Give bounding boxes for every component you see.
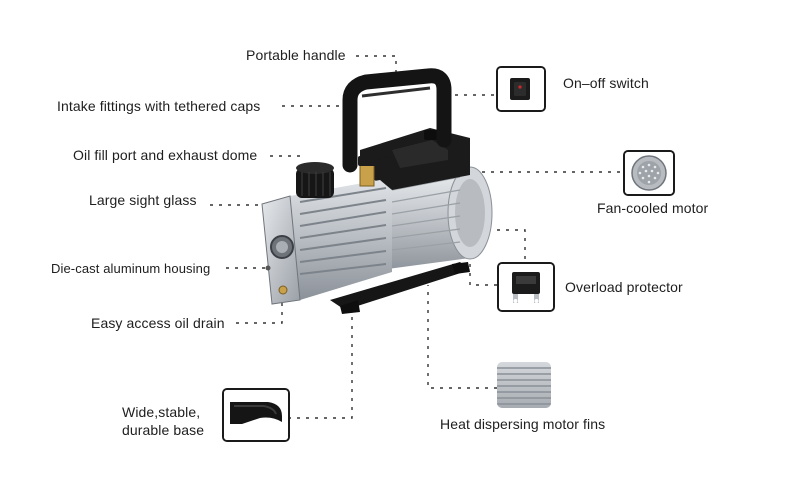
label-base-line1: Wide,stable, bbox=[122, 404, 201, 420]
base-foot-icon bbox=[224, 390, 288, 440]
base-thumbnail bbox=[222, 388, 290, 442]
motor-thumbnail bbox=[623, 150, 675, 196]
overload-protector-icon bbox=[499, 264, 553, 310]
label-base-line2: durable base bbox=[122, 422, 205, 438]
label-portable-handle: Portable handle bbox=[246, 47, 346, 63]
pump-housing bbox=[261, 180, 392, 305]
switch-thumb-icon bbox=[498, 68, 544, 110]
intake-fittings bbox=[358, 155, 399, 187]
overload-thumbnail bbox=[497, 262, 555, 312]
leader-oil-drain bbox=[236, 292, 283, 324]
label-overload: Overload protector bbox=[565, 279, 683, 295]
leader-fins bbox=[427, 285, 497, 389]
handle-graphic bbox=[342, 68, 452, 173]
label-oil-fill: Oil fill port and exhaust dome bbox=[73, 147, 258, 163]
label-intake-fittings: Intake fittings with tethered caps bbox=[57, 98, 261, 114]
fan-grille-icon bbox=[625, 152, 673, 194]
label-fins: Heat dispersing motor fins bbox=[440, 416, 606, 432]
label-sight-glass: Large sight glass bbox=[89, 192, 197, 208]
label-oil-drain: Easy access oil drain bbox=[91, 315, 225, 331]
switch-thumbnail bbox=[496, 66, 546, 112]
fins-thumbnail bbox=[497, 362, 551, 408]
oil-fill-cap bbox=[296, 162, 334, 198]
label-switch: On–off switch bbox=[563, 75, 649, 91]
motor-fins-icon bbox=[497, 362, 551, 408]
leader-base bbox=[288, 312, 353, 419]
pump-base bbox=[330, 262, 470, 314]
label-motor: Fan-cooled motor bbox=[597, 200, 709, 216]
label-housing: Die-cast aluminum housing bbox=[51, 261, 211, 276]
leader-switch bbox=[445, 94, 494, 130]
